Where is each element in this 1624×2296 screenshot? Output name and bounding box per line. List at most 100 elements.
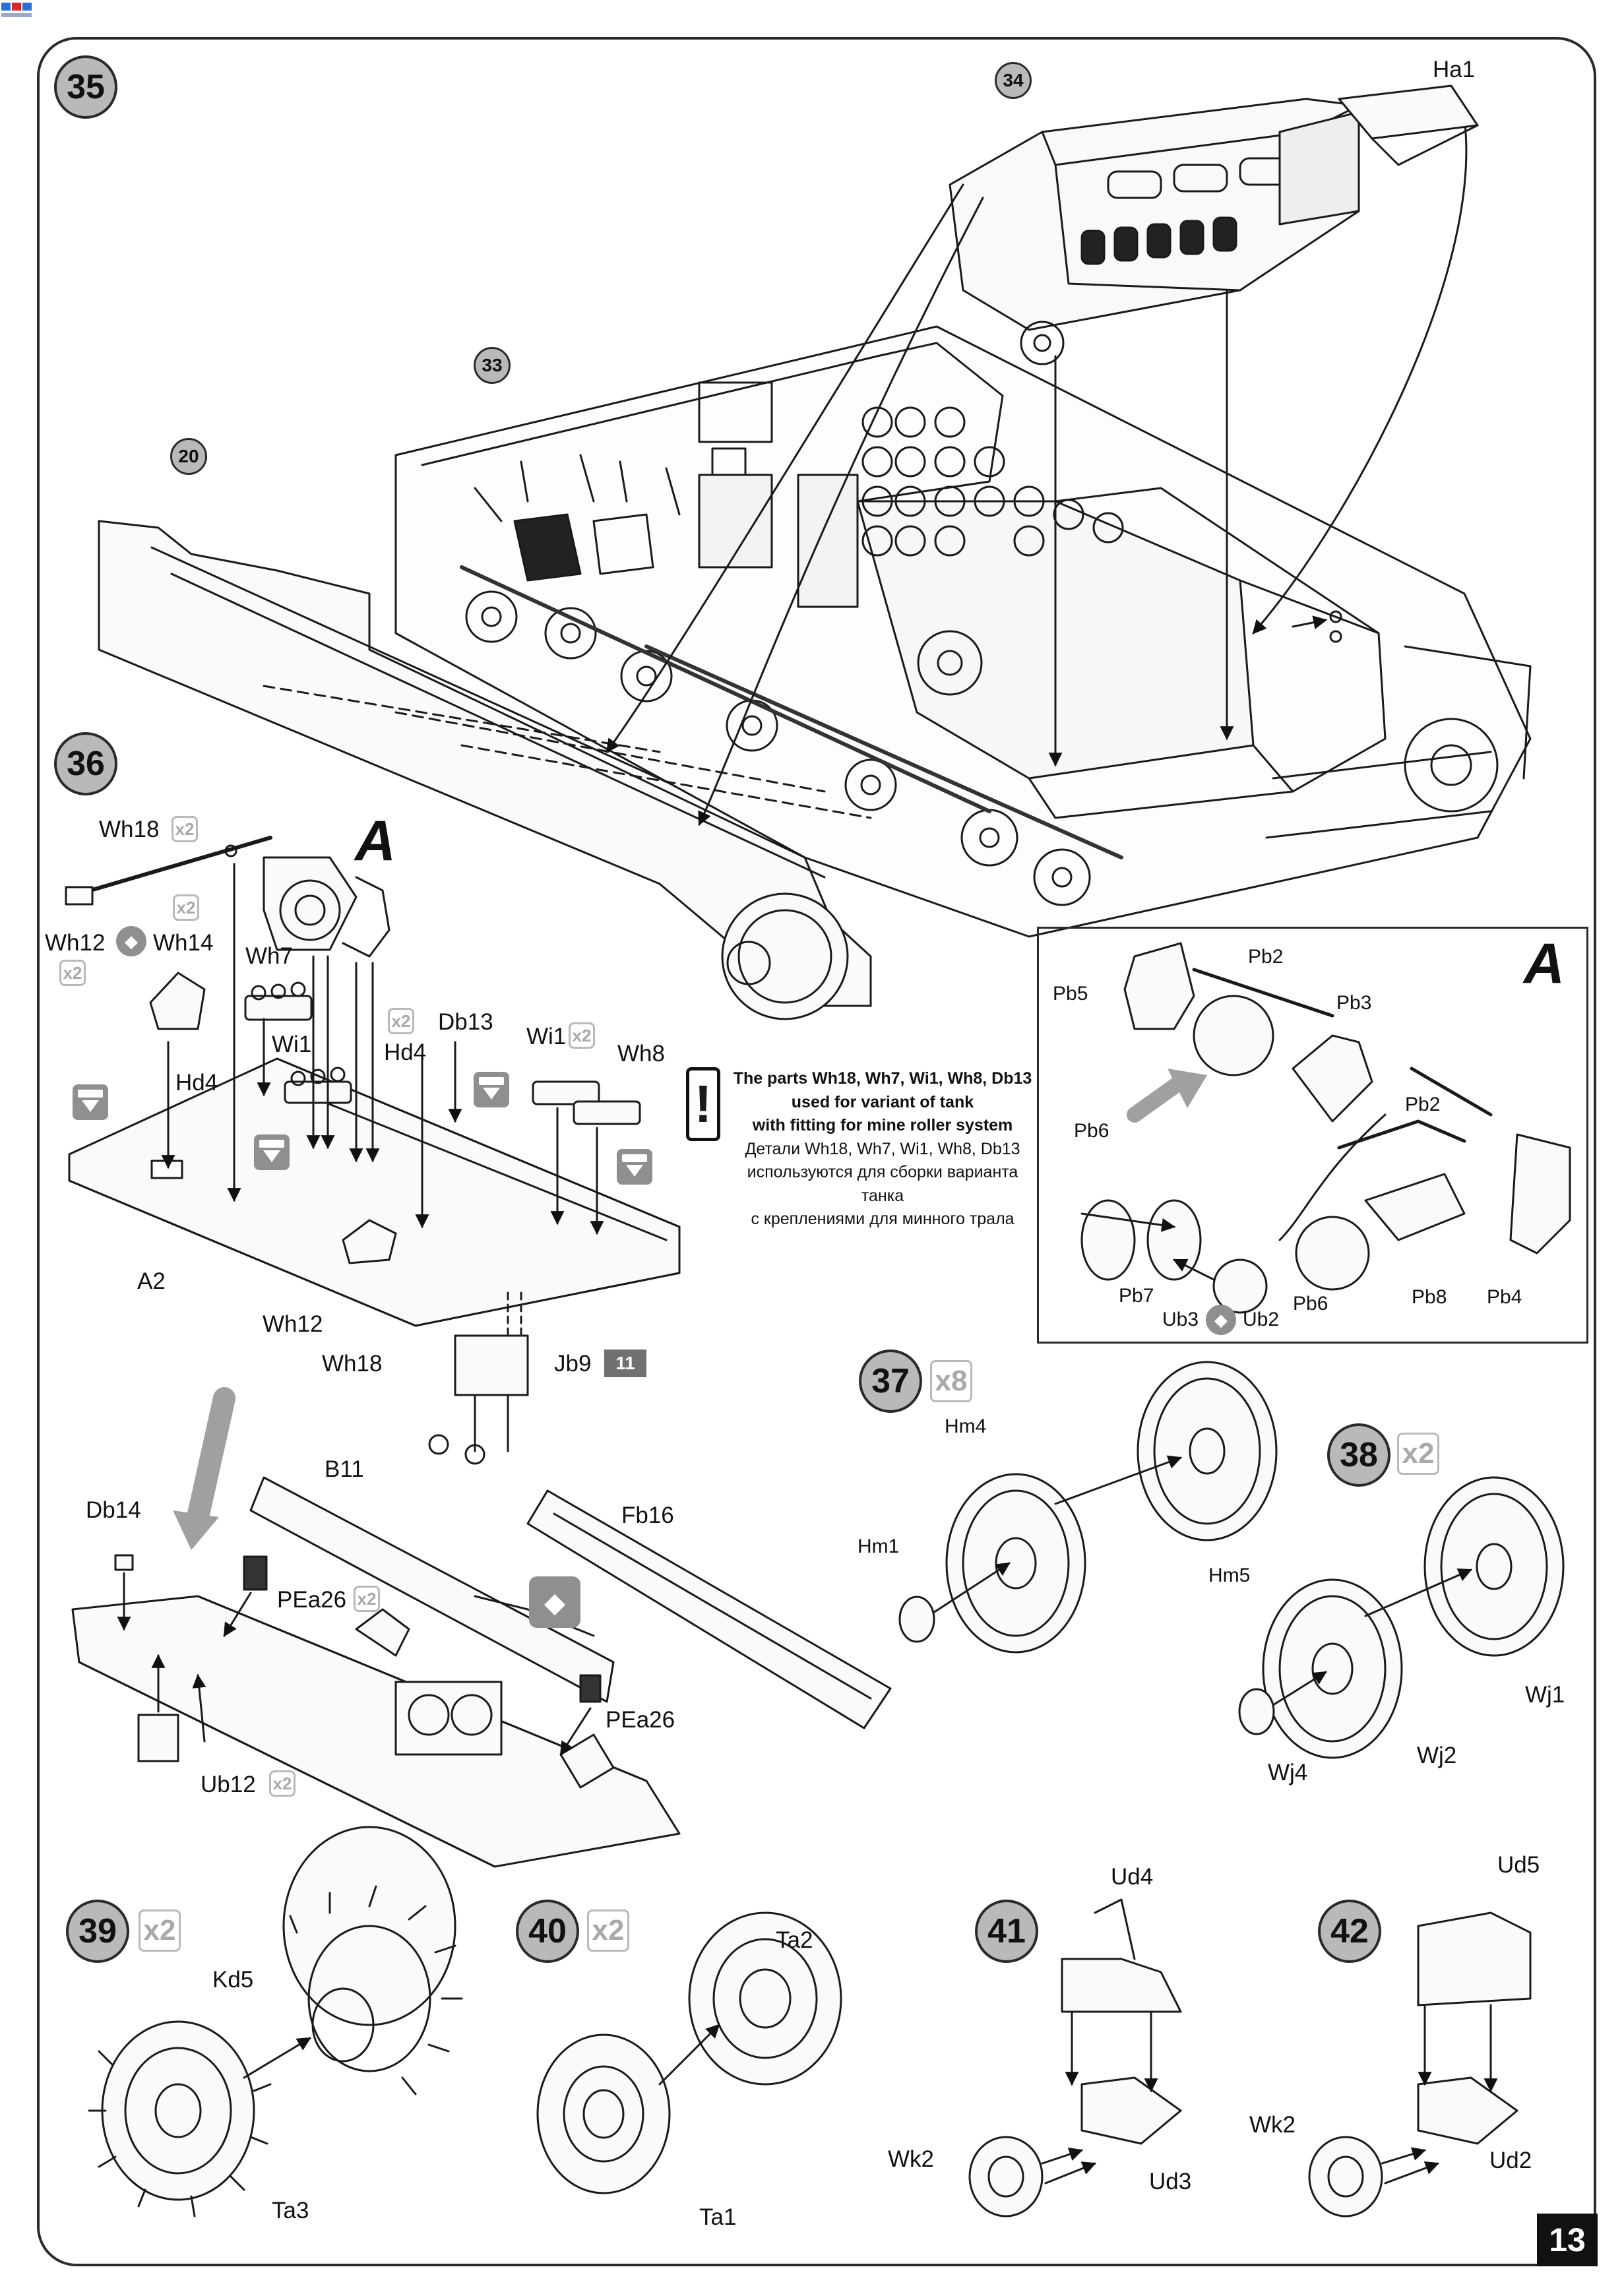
symmetry-icon-wh12: ◆ xyxy=(116,926,146,956)
label-kd5: Kd5 xyxy=(212,1967,254,1993)
note-ru-line: с креплениями для минного трала xyxy=(751,1210,1015,1228)
label-pea26-a: PEa26 xyxy=(277,1587,347,1613)
note-ru-line: используются для сборки варианта танка xyxy=(747,1163,1018,1205)
glue-icon xyxy=(73,1084,108,1120)
label-wj4: Wj4 xyxy=(1268,1760,1308,1785)
label-ud5: Ud5 xyxy=(1497,1852,1540,1878)
qty-wh14: x2 xyxy=(173,894,199,921)
label-ta2: Ta2 xyxy=(776,1927,813,1953)
note-text: The parts Wh18, Wh7, Wi1, Wh8, Db13 used… xyxy=(724,1067,1041,1231)
step-41-badge: 41 xyxy=(975,1900,1038,1963)
label-pb6-a: Pb6 xyxy=(1074,1120,1109,1142)
step-39-quantity: x2 xyxy=(139,1909,181,1952)
label-db13: Db13 xyxy=(438,1009,493,1035)
glue-icon xyxy=(474,1072,509,1107)
step-37-quantity: x8 xyxy=(930,1360,972,1402)
qty-pea26: x2 xyxy=(354,1586,380,1612)
qty-wh18: x2 xyxy=(172,816,198,842)
note-en-line: with fitting for mine roller system xyxy=(752,1116,1013,1134)
paint-reference: 11 xyxy=(604,1350,646,1377)
symmetry-icon-b11: ◆ xyxy=(529,1576,580,1628)
label-wh18-bottom: Wh18 xyxy=(322,1351,383,1377)
detail-a-inset xyxy=(1037,927,1588,1344)
detail-a-inset-marker: A xyxy=(1524,932,1565,995)
label-wi1-a: Wi1 xyxy=(272,1032,312,1057)
label-hd4-a: Hd4 xyxy=(175,1070,218,1096)
qty-ub12: x2 xyxy=(269,1770,296,1797)
step36-drawing xyxy=(65,836,892,1868)
hull-drawing xyxy=(98,325,1532,1020)
label-a2: A2 xyxy=(137,1268,166,1294)
step38-drawing xyxy=(1238,1476,1565,1759)
label-wh18-top: Wh18 xyxy=(99,817,160,842)
label-ta3: Ta3 xyxy=(272,2198,309,2223)
label-ud4: Ud4 xyxy=(1111,1864,1154,1890)
note-ru-line: Детали Wh18, Wh7, Wi1, Wh8, Db13 xyxy=(745,1139,1020,1158)
step-38-badge: 38 xyxy=(1327,1423,1390,1487)
label-wj2: Wj2 xyxy=(1417,1743,1457,1768)
label-wk2-a: Wk2 xyxy=(888,2146,934,2172)
label-pb4: Pb4 xyxy=(1487,1286,1522,1308)
ref-step-20-badge: 20 xyxy=(170,438,207,475)
label-ub2: Ub2 xyxy=(1243,1309,1280,1330)
label-ud3: Ud3 xyxy=(1149,2169,1192,2194)
step-37-badge: 37 xyxy=(859,1350,922,1413)
step-40-badge: 40 xyxy=(516,1900,579,1963)
label-ub12: Ub12 xyxy=(201,1772,256,1797)
label-wh8: Wh8 xyxy=(617,1041,665,1067)
step-36-badge: 36 xyxy=(54,732,117,795)
label-wh12-top: Wh12 xyxy=(45,930,106,956)
qty-wh12: x2 xyxy=(59,960,86,986)
label-hm4: Hm4 xyxy=(945,1415,987,1437)
step37-drawing xyxy=(898,1361,1278,1654)
note-en-line: used for variant of tank xyxy=(791,1092,974,1111)
label-ub3: Ub3 xyxy=(1162,1309,1199,1330)
step-39-badge: 39 xyxy=(66,1900,129,1963)
detail-a-marker: A xyxy=(355,809,396,873)
symmetry-icon-ub: ◆ xyxy=(1206,1305,1236,1335)
step41-drawing xyxy=(968,1898,1182,2218)
label-hm1: Hm1 xyxy=(858,1536,900,1557)
label-wh12-bottom: Wh12 xyxy=(263,1311,323,1337)
glue-icon xyxy=(617,1149,652,1185)
publisher-logo xyxy=(1,3,32,17)
detail-a-drawing xyxy=(1080,942,1571,1314)
step40-drawing xyxy=(536,1911,842,2194)
label-pb5: Pb5 xyxy=(1053,983,1088,1005)
label-hd4-b: Hd4 xyxy=(384,1039,427,1065)
ref-step-34-badge: 34 xyxy=(995,62,1032,99)
qty-db13: x2 xyxy=(388,1008,414,1034)
label-ud2: Ud2 xyxy=(1489,2148,1532,2173)
label-wi1-b: Wi1 xyxy=(526,1024,567,1049)
label-pb2-b: Pb2 xyxy=(1405,1094,1441,1115)
page-frame xyxy=(37,37,1596,2266)
warning-icon: ! xyxy=(686,1067,720,1141)
label-jb9: Jb9 xyxy=(554,1351,592,1377)
label-db14: Db14 xyxy=(86,1497,141,1523)
step-35-badge: 35 xyxy=(54,55,117,119)
label-pb8: Pb8 xyxy=(1412,1286,1447,1308)
ref-step-33-badge: 33 xyxy=(474,347,511,384)
label-pb2-a: Pb2 xyxy=(1248,946,1284,968)
note-en-line: The parts Wh18, Wh7, Wi1, Wh8, Db13 xyxy=(733,1069,1032,1088)
label-fb16: Fb16 xyxy=(621,1503,674,1528)
engine-drawing xyxy=(949,98,1360,365)
label-ta1: Ta1 xyxy=(699,2204,737,2230)
label-wj1: Wj1 xyxy=(1525,1682,1565,1708)
label-pb6-b: Pb6 xyxy=(1293,1293,1328,1315)
label-wk2-b: Wk2 xyxy=(1249,2112,1296,2138)
step-42-badge: 42 xyxy=(1318,1900,1381,1963)
glue-icon xyxy=(254,1134,290,1170)
label-pea26-b: PEa26 xyxy=(606,1707,675,1733)
label-hm5: Hm5 xyxy=(1208,1565,1251,1586)
label-pb7: Pb7 xyxy=(1119,1285,1154,1307)
label-wh14: Wh14 xyxy=(153,930,214,956)
qty-wi1: x2 xyxy=(569,1022,595,1049)
page-number: 13 xyxy=(1537,2214,1598,2266)
label-pb3: Pb3 xyxy=(1336,992,1372,1014)
label-wh7: Wh7 xyxy=(245,943,293,969)
step-40-quantity: x2 xyxy=(587,1909,629,1952)
label-b11: B11 xyxy=(325,1456,364,1482)
step-38-quantity: x2 xyxy=(1397,1433,1439,1475)
